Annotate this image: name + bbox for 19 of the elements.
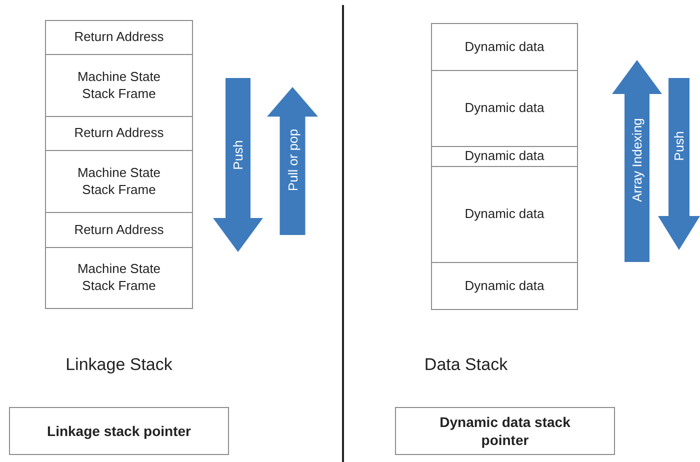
stack-cell: Return Address	[45, 212, 193, 248]
stack-cell: Dynamic data	[431, 70, 578, 147]
stack-title: Linkage Stack	[66, 355, 172, 375]
stack-title: Data Stack	[424, 355, 508, 375]
stack-cell: Return Address	[45, 116, 193, 151]
arrow-label: Push	[230, 140, 246, 170]
arrow-label: Pull or pop	[285, 128, 300, 192]
arrow-label: Push	[672, 131, 686, 161]
stack-cell: Dynamic data	[431, 166, 578, 263]
pointer-box: Linkage stack pointer	[9, 407, 229, 455]
pointer-box: Dynamic data stack pointer	[395, 407, 615, 455]
stack-cell: Dynamic data	[431, 262, 578, 310]
stack-cell: Machine State Stack Frame	[45, 150, 193, 213]
stack-cell: Dynamic data	[431, 23, 578, 71]
stack-cell: Dynamic data	[431, 146, 578, 167]
stack-cell: Return Address	[45, 20, 193, 55]
arrow-label: Array Indexing	[630, 118, 644, 202]
stack-cell: Machine State Stack Frame	[45, 54, 193, 117]
stack-cell: Machine State Stack Frame	[45, 247, 193, 309]
